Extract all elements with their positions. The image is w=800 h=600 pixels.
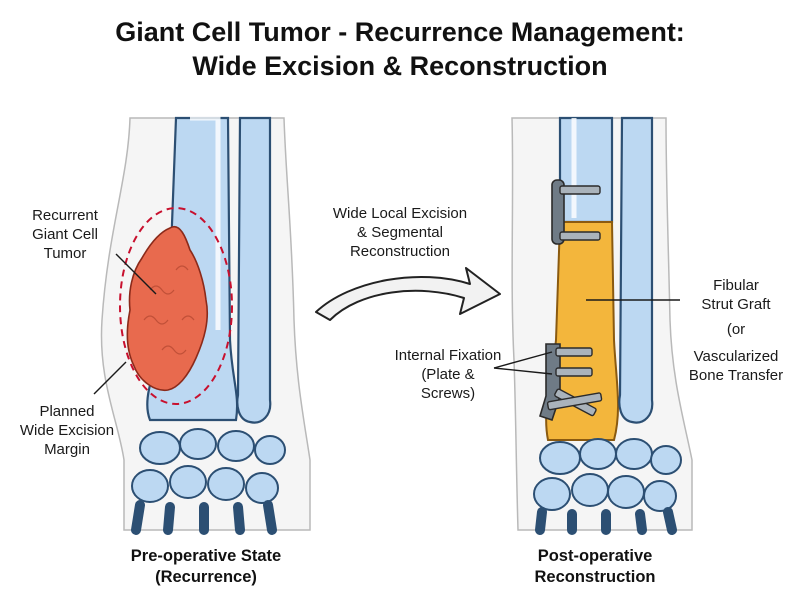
tumor-label: Recurrent Giant Cell Tumor [32, 207, 98, 262]
left-radius-cortex [190, 115, 221, 330]
diagram-title-line1: Giant Cell Tumor - Recurrence Management… [115, 17, 685, 47]
fixation-leader-line-1 [493, 351, 553, 369]
postop-caption: Post-operative Reconstruction [534, 547, 656, 586]
preop-caption: Pre-operative State (Recurrence) [130, 547, 282, 586]
tumor-texture [143, 265, 195, 355]
left-carpal-bones [131, 428, 286, 535]
right-forearm [493, 116, 693, 535]
fixation-leader-line-2 [493, 367, 553, 375]
left-forearm [93, 115, 311, 535]
distal-fixation-plate [539, 343, 603, 422]
right-ulna-bone [618, 116, 654, 424]
right-carpal-bones [533, 438, 682, 535]
right-radius-proximal [558, 116, 614, 224]
fixation-label: Internal Fixation (Plate & Screws) [394, 347, 502, 402]
arrow-label: Wide Local Excision & Segmental Reconstr… [332, 205, 468, 260]
margin-leader-line [93, 361, 127, 395]
tumor-leader-line [115, 253, 157, 295]
left-ulna-bone [236, 116, 272, 424]
proximal-fixation-plate [551, 179, 601, 245]
margin-label: Planned Wide Excision Margin [19, 403, 115, 458]
graft-label: Fibular Strut Graft (or Vascularized Bon… [688, 277, 784, 384]
excision-margin-outline [119, 207, 233, 405]
diagram-title-line2: Wide Excision & Reconstruction [192, 51, 608, 81]
transition-arrow [315, 267, 501, 321]
tumor-mass [126, 225, 209, 391]
